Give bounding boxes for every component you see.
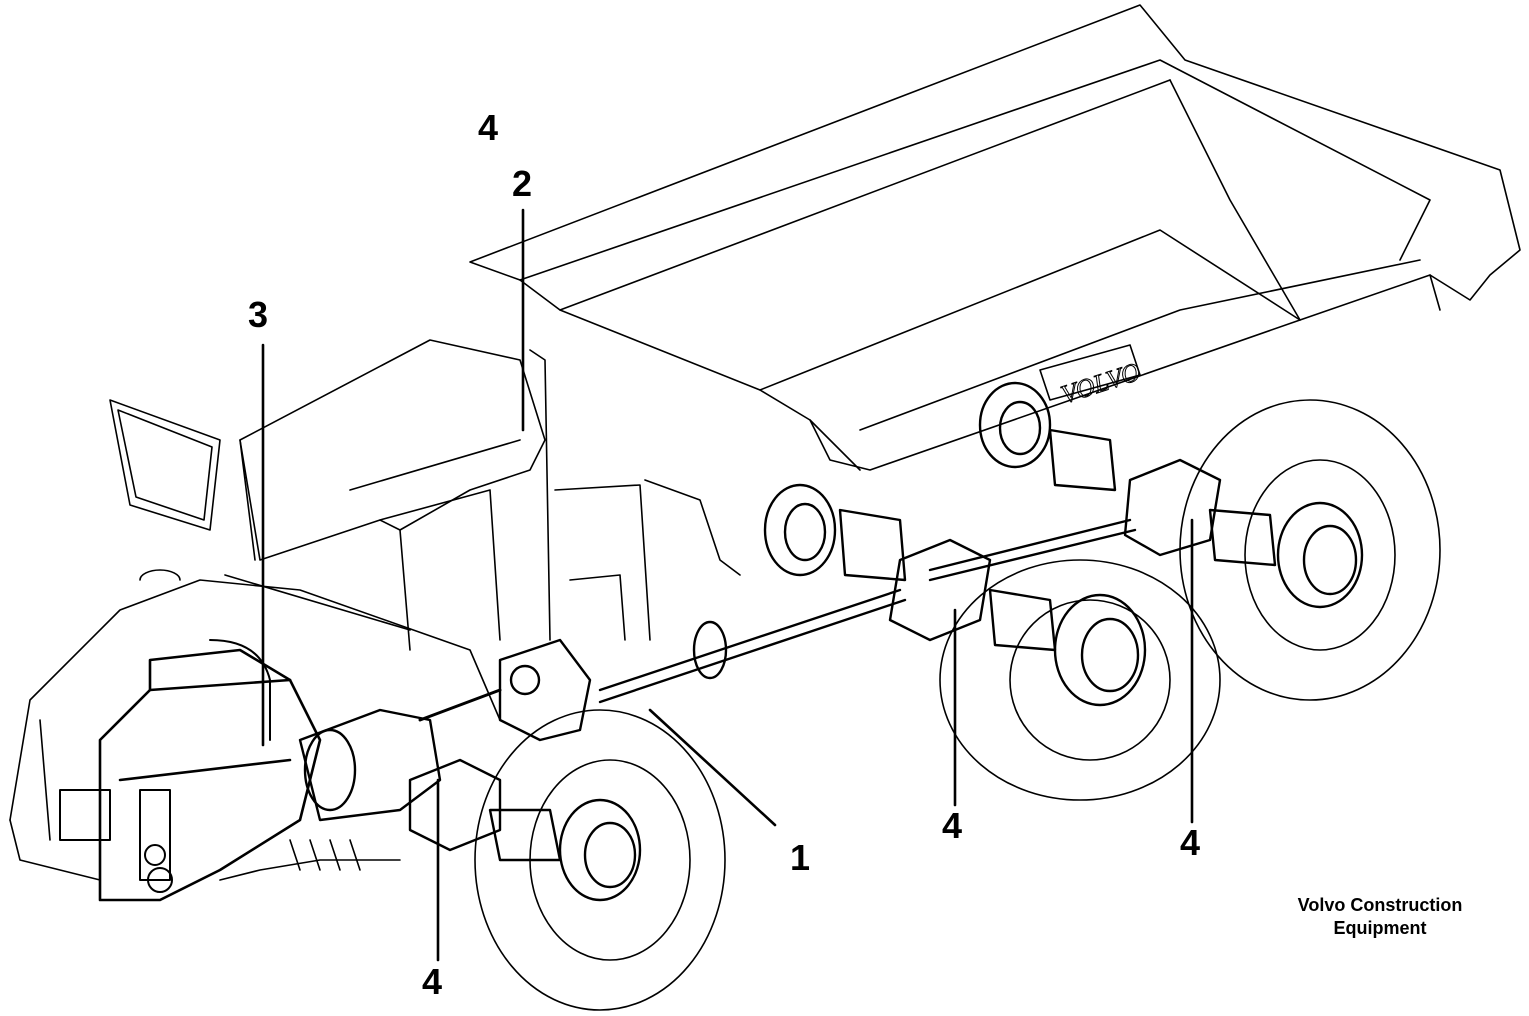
leader-line-1: [648, 708, 777, 827]
front-wheel: [474, 709, 726, 1011]
middle-axle: [763, 483, 1147, 707]
front-frame: [9, 569, 501, 881]
brand-line-1: Volvo Construction: [1297, 895, 1463, 915]
rear-axle: [978, 381, 1364, 609]
front-axle: [408, 758, 642, 902]
callout-4-middle-axle: 4: [942, 805, 963, 846]
dump-body: [469, 4, 1521, 471]
rear-wheel: [1179, 399, 1441, 701]
callout-3: 3: [248, 294, 269, 335]
cab: [109, 339, 741, 651]
transmission-dropbox: [298, 638, 592, 822]
callout-1: 1: [790, 837, 811, 878]
body-logo: VOLVO: [1057, 357, 1143, 410]
middle-wheel: [939, 559, 1221, 801]
callout-4-front-axle: 4: [422, 961, 443, 1002]
callout-4-rear-axle: 4: [1180, 822, 1201, 863]
leader-lines: [261, 208, 1194, 962]
brand-caption: Volvo Construction Equipment: [1270, 894, 1490, 941]
callout-2: 2: [512, 163, 533, 204]
callout-4-top: 4: [478, 107, 499, 148]
engine: [59, 639, 322, 902]
brand-line-2: Equipment: [1333, 918, 1427, 939]
propeller-shafts: [598, 518, 1137, 704]
